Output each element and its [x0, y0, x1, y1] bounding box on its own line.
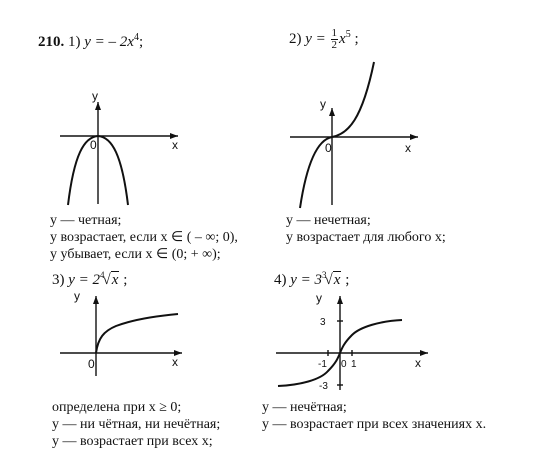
- part4-line-1: y — нечётная;: [262, 400, 347, 415]
- graph1-curve: [67, 134, 129, 206]
- part4-header: 4) y = 33√x ;: [274, 270, 350, 288]
- part2-frac-den: 2: [331, 39, 338, 51]
- graph4-origin: 0: [341, 359, 347, 370]
- part1-semicolon: ;: [138, 34, 144, 50]
- part3-line-3: y — возрастает при всех x;: [52, 434, 213, 449]
- graph3-curve: [95, 313, 179, 354]
- graph4-tick-pos-y-label: 3: [320, 317, 326, 328]
- part2-line-1: y — нечетная;: [286, 213, 371, 228]
- part1-index: 1): [68, 34, 81, 50]
- graph4: y x 3 -3 -1 0 1: [276, 291, 428, 392]
- part2-line-2: y возрастает для любого x;: [286, 230, 446, 245]
- part4-index: 4): [274, 272, 287, 288]
- part3-line-2: y — ни чётная, ни нечётная;: [52, 417, 221, 432]
- graph2-x-label: x: [405, 141, 411, 155]
- graph4-curve: [277, 319, 403, 387]
- part2-frac-num: 1: [330, 27, 339, 40]
- graph4-y-label: y: [316, 291, 322, 305]
- graph4-tick-neg-y-label: -3: [319, 381, 328, 392]
- part3-index: 3): [52, 272, 65, 288]
- part4-description: y — нечётная; y — возрастает при всех зн…: [262, 399, 486, 433]
- graph3: y x 0: [60, 289, 182, 376]
- part4-formula-prefix: y = 3: [290, 272, 323, 288]
- graph1-y-arrow: [95, 102, 101, 110]
- part3-formula-prefix: y = 2: [68, 272, 101, 288]
- graph4-x-label: x: [415, 356, 421, 370]
- part1-header: 210. 1) y = – 2x4;: [38, 32, 143, 51]
- part2-index: 2): [289, 30, 302, 47]
- part4-root-index: 3: [322, 270, 327, 280]
- part2-description: y — нечетная; y возрастает для любого x;: [286, 212, 446, 246]
- graph3-x-arrow: [174, 350, 182, 356]
- part3-root-arg: x: [110, 271, 120, 288]
- part2-semicolon: ;: [354, 30, 359, 47]
- part1-formula: y = – 2x: [84, 34, 134, 50]
- graph2-y-arrow: [329, 108, 335, 116]
- graph4-y-arrow: [337, 296, 343, 304]
- part1-line-1: y — четная;: [50, 213, 122, 228]
- graph2-origin: 0: [325, 141, 332, 155]
- graph1: y x 0: [60, 89, 178, 206]
- part3-root-index: 4: [100, 270, 105, 280]
- part3-semicolon: ;: [123, 272, 128, 288]
- graph4-tick-neg-x-label: -1: [318, 359, 327, 370]
- part3-description: определена при x ≥ 0; y — ни чётная, ни …: [52, 399, 220, 450]
- graph2-curve: [299, 61, 375, 209]
- graph2-y-label: y: [320, 97, 326, 111]
- part4-semicolon: ;: [345, 272, 350, 288]
- graph4-tick-pos-x-label: 1: [351, 359, 357, 370]
- graph2-x-arrow: [410, 134, 418, 140]
- graph3-origin: 0: [88, 357, 95, 371]
- part4-root-arg: x: [332, 271, 342, 288]
- part1-exponent: 4: [133, 32, 139, 43]
- part2-var: x: [339, 30, 346, 47]
- problem-number: 210.: [38, 34, 65, 50]
- graph1-x-arrow: [170, 133, 178, 139]
- graph3-y-arrow: [93, 296, 99, 304]
- part1-line-2: y возрастает, если x ∈ ( – ∞; 0),: [50, 230, 238, 245]
- graph3-x-label: x: [172, 355, 178, 369]
- graph4-x-arrow: [420, 350, 428, 356]
- part3-header: 3) y = 24√x ;: [52, 270, 128, 288]
- graph1-origin: 0: [90, 138, 97, 152]
- part1-line-3: y убывает, если x ∈ (0; + ∞);: [50, 247, 221, 262]
- part2-exponent: 5: [345, 28, 351, 40]
- graph2: y x 0: [290, 61, 418, 209]
- graph1-y-label: y: [92, 89, 98, 103]
- part4-line-2: y — возрастает при всех значениях x.: [262, 417, 487, 432]
- graph3-y-label: y: [74, 289, 80, 303]
- part1-description: y — четная; y возрастает, если x ∈ ( – ∞…: [50, 212, 238, 263]
- graph1-x-label: x: [172, 138, 178, 152]
- part3-line-1: определена при x ≥ 0;: [52, 400, 182, 415]
- part2-formula-prefix: y =: [305, 30, 326, 47]
